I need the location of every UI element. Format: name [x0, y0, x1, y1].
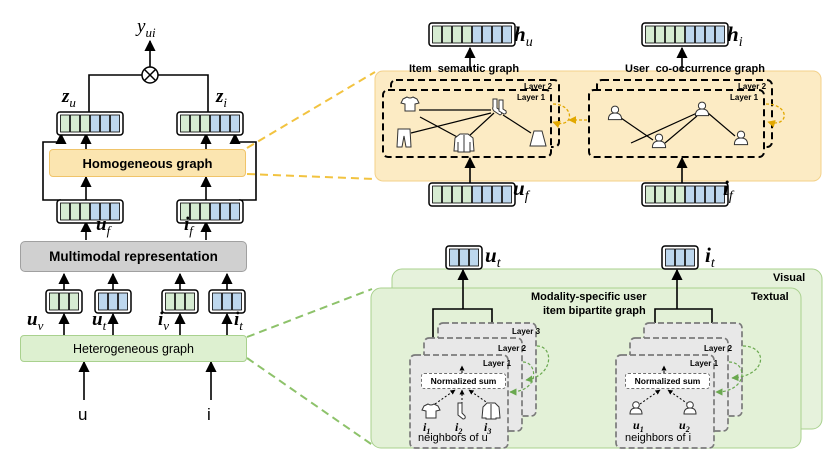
heterogeneous-graph-box: Heterogeneous graph — [20, 335, 247, 362]
item-layer-loop — [552, 103, 570, 129]
i-layer1-label: Layer 1 — [690, 359, 719, 368]
u-layer2-label: Layer 2 — [498, 344, 527, 353]
i-f-vector — [176, 199, 244, 224]
i-t-label: it — [234, 309, 243, 333]
h-i-label: hi — [727, 22, 743, 50]
user-icon — [733, 130, 749, 146]
bipartite-title-line1: Modality-specific user — [531, 291, 647, 303]
item-layer2-label: Layer 2 — [524, 82, 553, 91]
z-i-vector — [176, 111, 244, 136]
item-layer1-label: Layer 1 — [517, 93, 546, 102]
br-u-t-label: ut — [485, 243, 501, 271]
i-v-vector — [161, 289, 199, 314]
skip-i — [229, 132, 257, 201]
socks-icon — [492, 98, 507, 116]
tr-u-f-label: uf — [513, 176, 529, 204]
u-layer1-label: Layer 1 — [483, 359, 512, 368]
user-edges — [620, 112, 736, 144]
z-u-label: zu — [62, 86, 76, 110]
socks-icon — [457, 402, 466, 420]
i-layer2-label: Layer 2 — [704, 344, 733, 353]
tshirt-icon — [400, 96, 420, 112]
heterogeneous-connector-top — [246, 288, 373, 338]
u-f-vector — [56, 199, 124, 224]
u-v-vector — [45, 289, 83, 314]
i2-label: i2 — [455, 420, 463, 436]
user-icon — [683, 401, 697, 415]
user-icon — [607, 105, 623, 121]
tr-i-f-label: if — [723, 176, 733, 204]
visual-label: Visual — [773, 272, 806, 284]
i1-label: i1 — [423, 420, 431, 436]
z-u-to-combine — [88, 74, 142, 112]
i-t-output-vector — [661, 245, 699, 270]
item-semantic-graph-title: Item semantic graph — [409, 63, 520, 75]
u1-label: u1 — [633, 418, 644, 434]
u-f-input-vector — [428, 182, 516, 207]
user-icon — [629, 401, 643, 415]
homogeneous-connector-bottom — [246, 173, 376, 180]
neighbors-of-i-label: neighbors of i — [625, 432, 692, 444]
homogeneous-connector-top — [246, 71, 376, 149]
output-score-label: yui — [137, 16, 156, 40]
user-layer-loop — [765, 103, 785, 128]
pants-icon — [396, 128, 412, 148]
bipartite-title-line2: item bipartite graph — [543, 305, 646, 317]
z-i-label: zi — [216, 86, 228, 110]
z-u-vector — [56, 111, 124, 136]
i-v-label: iv — [158, 309, 170, 333]
user-cooccurrence-graph-title: User co-occurrence graph — [625, 63, 765, 75]
input-u-label: u — [78, 405, 88, 424]
h-u-label: hu — [514, 22, 533, 50]
u-t-vector — [94, 289, 132, 314]
i-t-vector — [208, 289, 246, 314]
u-t-label: ut — [92, 309, 107, 333]
u2-label: u2 — [679, 418, 690, 434]
input-i-label: i — [207, 405, 211, 424]
normalized-sum-i: Normalized sum — [625, 373, 710, 389]
jacket-icon — [453, 133, 475, 153]
skirt-icon — [529, 130, 547, 147]
user-icon — [651, 133, 667, 149]
br-i-t-label: it — [705, 243, 715, 271]
u-t-output-vector — [445, 245, 483, 270]
user-graph-layer1 — [588, 89, 765, 158]
jacket-icon — [481, 402, 501, 420]
user-layer1-label: Layer 1 — [730, 93, 759, 102]
user-layer2-label: Layer 2 — [738, 82, 767, 91]
h-i-vector — [641, 22, 729, 47]
z-i-to-combine — [158, 74, 209, 112]
normalized-sum-u: Normalized sum — [421, 373, 506, 389]
u-v-label: uv — [27, 309, 44, 333]
u-f-label: uf — [96, 214, 111, 238]
skip-u — [42, 132, 67, 201]
user-icon — [694, 101, 710, 117]
i-f-label: if — [184, 214, 193, 238]
item-graph-layer1 — [382, 89, 552, 158]
heterogeneous-connector-bottom — [246, 357, 375, 447]
i3-label: i3 — [484, 420, 492, 436]
tshirt-icon — [421, 403, 441, 419]
u-layer3-label: Layer 3 — [512, 327, 541, 336]
multimodal-representation-box: Multimodal representation — [20, 241, 247, 272]
h-u-vector — [428, 22, 516, 47]
item-edges — [410, 109, 532, 140]
i-f-input-vector — [641, 182, 729, 207]
neighbors-of-u-label: neighbors of u — [418, 432, 488, 444]
textual-label: Textual — [751, 291, 789, 303]
homogeneous-graph-box: Homogeneous graph — [49, 149, 246, 177]
